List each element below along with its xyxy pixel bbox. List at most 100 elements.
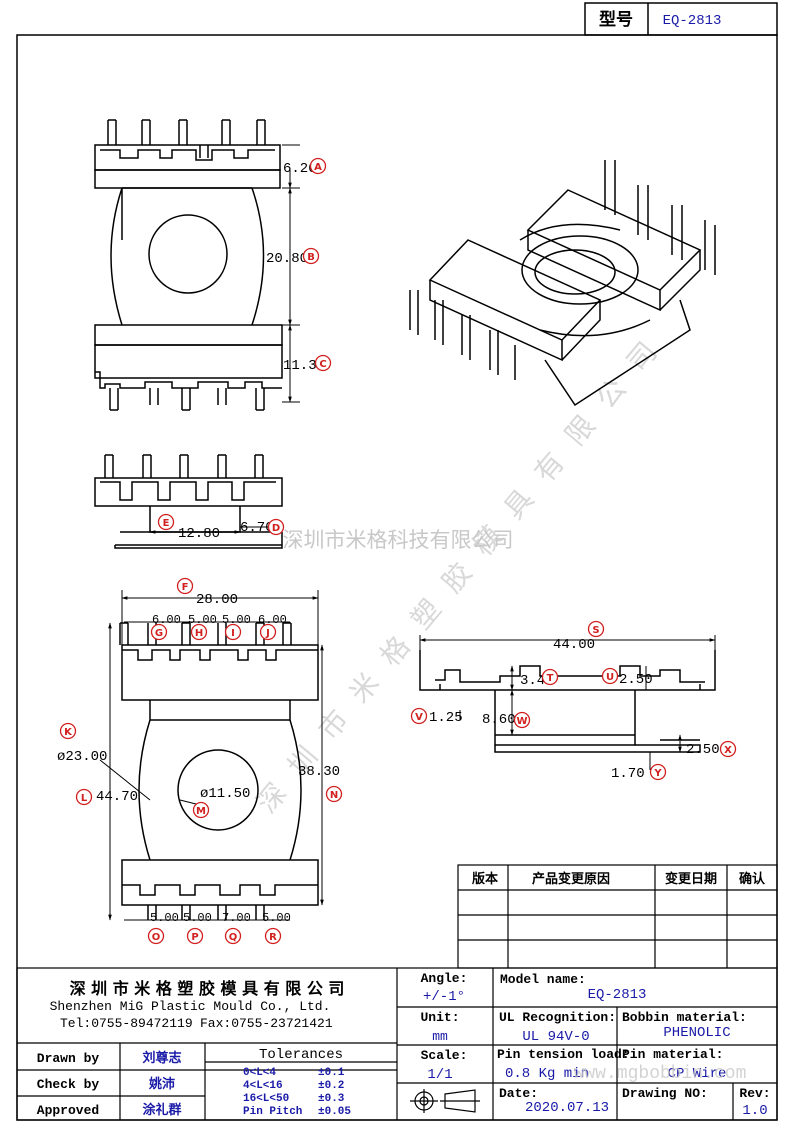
dim-C-value: 11.30 bbox=[283, 358, 325, 374]
callout-bubble-u bbox=[601, 667, 619, 685]
tol-value-0: ±0.1 bbox=[318, 1067, 345, 1079]
callout-letter-e: E bbox=[163, 518, 170, 529]
callout-bubble-p bbox=[186, 927, 204, 945]
callout-letter-o: O bbox=[152, 932, 161, 943]
callout-letter-x: X bbox=[724, 745, 732, 756]
callout-letter-j: J bbox=[265, 628, 270, 639]
dim-L-value: 44.70 bbox=[96, 789, 138, 805]
callout-letter-r: R bbox=[269, 932, 277, 943]
dim-R-value: 5.00 bbox=[262, 911, 291, 925]
check-by-value: 姚沛 bbox=[148, 1076, 175, 1092]
callout-bubble-q bbox=[224, 927, 242, 945]
callout-bubble-v bbox=[410, 707, 428, 725]
dim-D-value: 6.70 bbox=[240, 520, 274, 536]
callout-bubble-a bbox=[309, 157, 327, 175]
pin-material-value: CP Wire bbox=[668, 1066, 727, 1082]
drawn-by-label: Drawn by bbox=[37, 1051, 100, 1066]
company-name-en: Shenzhen MiG Plastic Mould Co., Ltd. bbox=[50, 999, 331, 1014]
callout-letter-v: V bbox=[415, 712, 423, 723]
dim-F-value: 28.00 bbox=[196, 592, 238, 608]
unit-value: mm bbox=[432, 1029, 448, 1044]
callout-bubble-l bbox=[75, 788, 93, 806]
callout-bubble-s bbox=[587, 620, 605, 638]
dim-S-value: 44.00 bbox=[553, 637, 595, 653]
rev-header-date: 变更日期 bbox=[665, 871, 717, 887]
scale-value: 1/1 bbox=[427, 1067, 452, 1083]
projection-symbol-icon bbox=[410, 1089, 480, 1113]
drawn-by-value: 刘尊志 bbox=[142, 1050, 181, 1066]
callout-letter-s: S bbox=[592, 625, 599, 636]
dim-N-value: 38.30 bbox=[298, 764, 340, 780]
dim-H-value: 5.00 bbox=[188, 613, 217, 627]
bobbin-material-value: PHENOLIC bbox=[663, 1025, 730, 1041]
type-label: 型号 bbox=[599, 9, 633, 30]
dim-A-value: 6.20 bbox=[283, 161, 317, 177]
callout-bubble-f bbox=[176, 577, 194, 595]
callout-letter-m: M bbox=[196, 806, 206, 817]
tol-value-1: ±0.2 bbox=[318, 1080, 344, 1092]
callout-letter-p: P bbox=[191, 932, 198, 943]
revision-table bbox=[457, 864, 778, 969]
date-value: 2020.07.13 bbox=[525, 1100, 609, 1116]
approved-label: Approved bbox=[37, 1103, 99, 1118]
dim-K-value: ø23.00 bbox=[57, 749, 107, 765]
front-view bbox=[119, 622, 319, 920]
tol-range-3: Pin Pitch bbox=[243, 1106, 302, 1118]
pin-tension-value: 0.8 Kg min bbox=[505, 1066, 589, 1082]
callout-bubble-m bbox=[192, 801, 210, 819]
callout-bubble-h bbox=[190, 623, 208, 641]
callout-letter-y: Y bbox=[653, 768, 662, 779]
company-fax: Fax:0755-23721421 bbox=[200, 1016, 333, 1031]
website-watermark: www.mgbobbin.com bbox=[574, 1064, 747, 1084]
date-label: Date: bbox=[499, 1086, 538, 1101]
callout-bubble-o bbox=[147, 927, 165, 945]
model-number: EQ-2813 bbox=[663, 13, 722, 29]
callout-letter-a: A bbox=[314, 162, 322, 173]
callout-letter-h: H bbox=[195, 628, 203, 639]
rev-header-confirm: 确认 bbox=[739, 871, 766, 887]
angle-value: +/-1° bbox=[423, 989, 465, 1005]
model-header: 型号 EQ-2813 bbox=[584, 2, 778, 36]
pin-material-label: Pin material: bbox=[622, 1047, 723, 1062]
callout-bubble-g bbox=[150, 623, 168, 641]
watermark-horizontal: 深圳市米格科技有限公司 bbox=[283, 528, 514, 552]
callout-bubble-e bbox=[157, 513, 175, 531]
callout-letter-w: W bbox=[516, 716, 527, 727]
check-by-label: Check by bbox=[37, 1077, 100, 1092]
callout-bubble-c bbox=[314, 354, 332, 372]
callout-bubble-t bbox=[541, 668, 559, 686]
dim-Y-value: 1.70 bbox=[611, 766, 645, 782]
front-view-dims bbox=[99, 590, 324, 921]
dim-Q-value: 7.00 bbox=[222, 911, 251, 925]
tol-range-1: 4<L<16 bbox=[243, 1080, 283, 1092]
dim-P-value: 5.00 bbox=[183, 911, 212, 925]
tol-range-0: 0<L<4 bbox=[243, 1067, 276, 1079]
dim-X-value: 2.50 bbox=[686, 742, 720, 758]
dim-G-value: 6.00 bbox=[152, 613, 181, 627]
dim-V-value: 1.25 bbox=[429, 710, 463, 726]
callout-bubble-d bbox=[267, 518, 285, 536]
callout-bubble-y bbox=[649, 763, 667, 781]
model-name-label: Model name: bbox=[500, 972, 586, 987]
scale-label: Scale: bbox=[421, 1048, 468, 1063]
sheet-border bbox=[16, 34, 778, 1121]
dim-O-value: 5.00 bbox=[150, 911, 179, 925]
callout-letter-c: C bbox=[319, 359, 326, 370]
approved-value: 涂礼群 bbox=[142, 1102, 181, 1118]
pin-tension-label: Pin tension load: bbox=[497, 1047, 630, 1062]
drawing-no-label: Drawing NO: bbox=[622, 1086, 708, 1101]
callout-letter-k: K bbox=[64, 727, 73, 738]
callout-bubble-j bbox=[259, 623, 277, 641]
tolerances-label: Tolerances bbox=[259, 1047, 343, 1063]
tol-range-2: 16<L<50 bbox=[243, 1093, 289, 1105]
callout-letter-g: G bbox=[155, 628, 163, 639]
callout-bubble-b bbox=[302, 247, 320, 265]
unit-label: Unit: bbox=[420, 1010, 459, 1025]
callout-bubble-n bbox=[325, 785, 343, 803]
callout-letter-u: U bbox=[606, 672, 614, 683]
callout-bubble-i bbox=[224, 623, 242, 641]
callout-letter-b: B bbox=[307, 252, 315, 263]
dim-B-value: 20.80 bbox=[266, 251, 308, 267]
top-view bbox=[94, 119, 283, 411]
